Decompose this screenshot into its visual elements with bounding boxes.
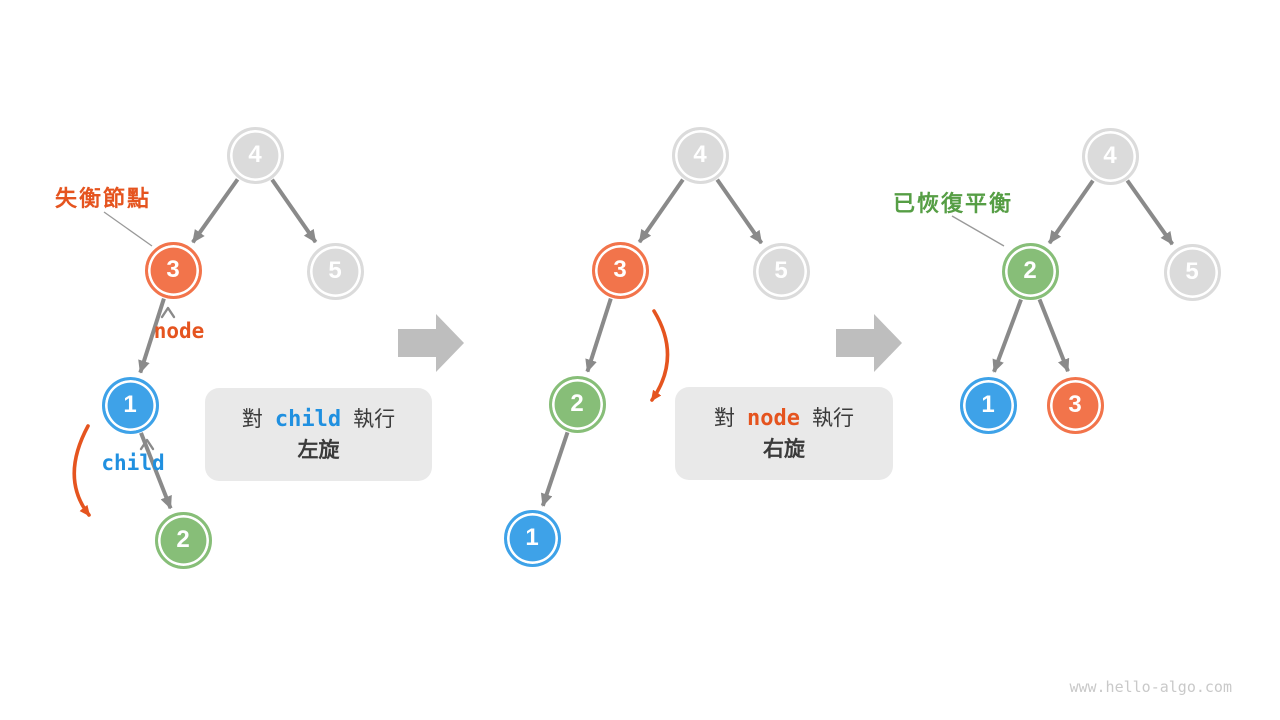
unbalanced-label-pointer-line (103, 211, 153, 247)
node-value: 3 (1068, 391, 1082, 418)
tree2-edge-3-2 (585, 297, 613, 373)
node-value: 2 (176, 526, 190, 553)
node-value: 2 (570, 390, 584, 417)
node-value: 5 (774, 257, 788, 284)
node-value: 5 (1185, 258, 1199, 285)
step-box-right-rotation: 對 node 執行 右旋 (675, 387, 893, 480)
step-target-node: node (747, 405, 800, 431)
step-prefix: 對 (714, 406, 735, 430)
tree1-node-5: 5 (306, 242, 364, 300)
step-arrow-2 (836, 314, 902, 372)
right-rotation-arc (650, 309, 670, 402)
node-value: 1 (123, 391, 137, 418)
node-value: 4 (693, 141, 707, 168)
tree2-edge-4-5 (715, 178, 764, 245)
tree1-node-3: 3 (144, 241, 202, 299)
node-value: 3 (613, 256, 627, 283)
node-pointer-caret (160, 306, 176, 319)
node-value: 4 (248, 141, 262, 168)
step-action-right-rotate: 右旋 (763, 437, 805, 461)
rebalanced-label-pointer-line (951, 215, 1005, 247)
unbalanced-node-label: 失衡節點 (55, 186, 152, 211)
tree3-node-4: 4 (1081, 127, 1139, 185)
tree3-edge-4-5 (1125, 179, 1175, 246)
tree1-edge-3-1 (138, 297, 166, 374)
step-target-child: child (274, 406, 342, 432)
tree1-node-2: 2 (154, 511, 212, 569)
tree1-node-1: 1 (101, 376, 159, 434)
tree1-edge-4-5 (270, 178, 318, 244)
left-rotation-arc (72, 424, 91, 517)
tree2-node-3: 3 (591, 241, 649, 299)
step-arrow-1 (398, 314, 464, 372)
node-value: 4 (1103, 142, 1117, 169)
tree2-node-4: 4 (671, 126, 729, 184)
step-suffix: 執行 (353, 407, 396, 431)
step-box-line1: 對 node 執行 (714, 403, 854, 434)
tree3-node-1: 1 (959, 376, 1017, 434)
child-pointer-caret (139, 438, 155, 451)
node-value: 3 (166, 256, 180, 283)
child-pointer-label: child (101, 451, 165, 475)
node-value: 2 (1023, 257, 1037, 284)
step-box-left-rotation: 對 child 執行 左旋 (205, 388, 432, 481)
tree3-edge-2-3 (1037, 298, 1070, 373)
tree3-node-5: 5 (1163, 243, 1221, 301)
node-value: 5 (328, 257, 342, 284)
tree3-node-3: 3 (1046, 376, 1104, 434)
tree3-edge-4-2 (1047, 179, 1095, 245)
rebalanced-label: 已恢復平衡 (893, 191, 1014, 216)
tree1-node-4: 4 (226, 126, 284, 184)
tree3-edge-2-1 (992, 298, 1023, 373)
step-box-line1: 對 child 執行 (242, 404, 395, 435)
tree2-node-2: 2 (548, 375, 606, 433)
node-value: 1 (525, 524, 539, 551)
step-prefix: 對 (241, 407, 263, 431)
node-pointer-label: node (153, 319, 205, 343)
tree1-edge-1-2 (139, 432, 173, 510)
node-value: 1 (981, 391, 995, 418)
tree2-edge-2-1 (540, 431, 570, 507)
step-action-left-rotate: 左旋 (297, 438, 340, 462)
tree1-edge-4-3 (191, 178, 240, 244)
tree2-node-1: 1 (503, 509, 561, 567)
watermark: www.hello-algo.com (1069, 678, 1232, 696)
tree2-edge-4-3 (637, 178, 685, 244)
tree3-node-2: 2 (1001, 242, 1059, 300)
tree2-node-5: 5 (752, 242, 810, 300)
step-suffix: 執行 (811, 406, 854, 430)
